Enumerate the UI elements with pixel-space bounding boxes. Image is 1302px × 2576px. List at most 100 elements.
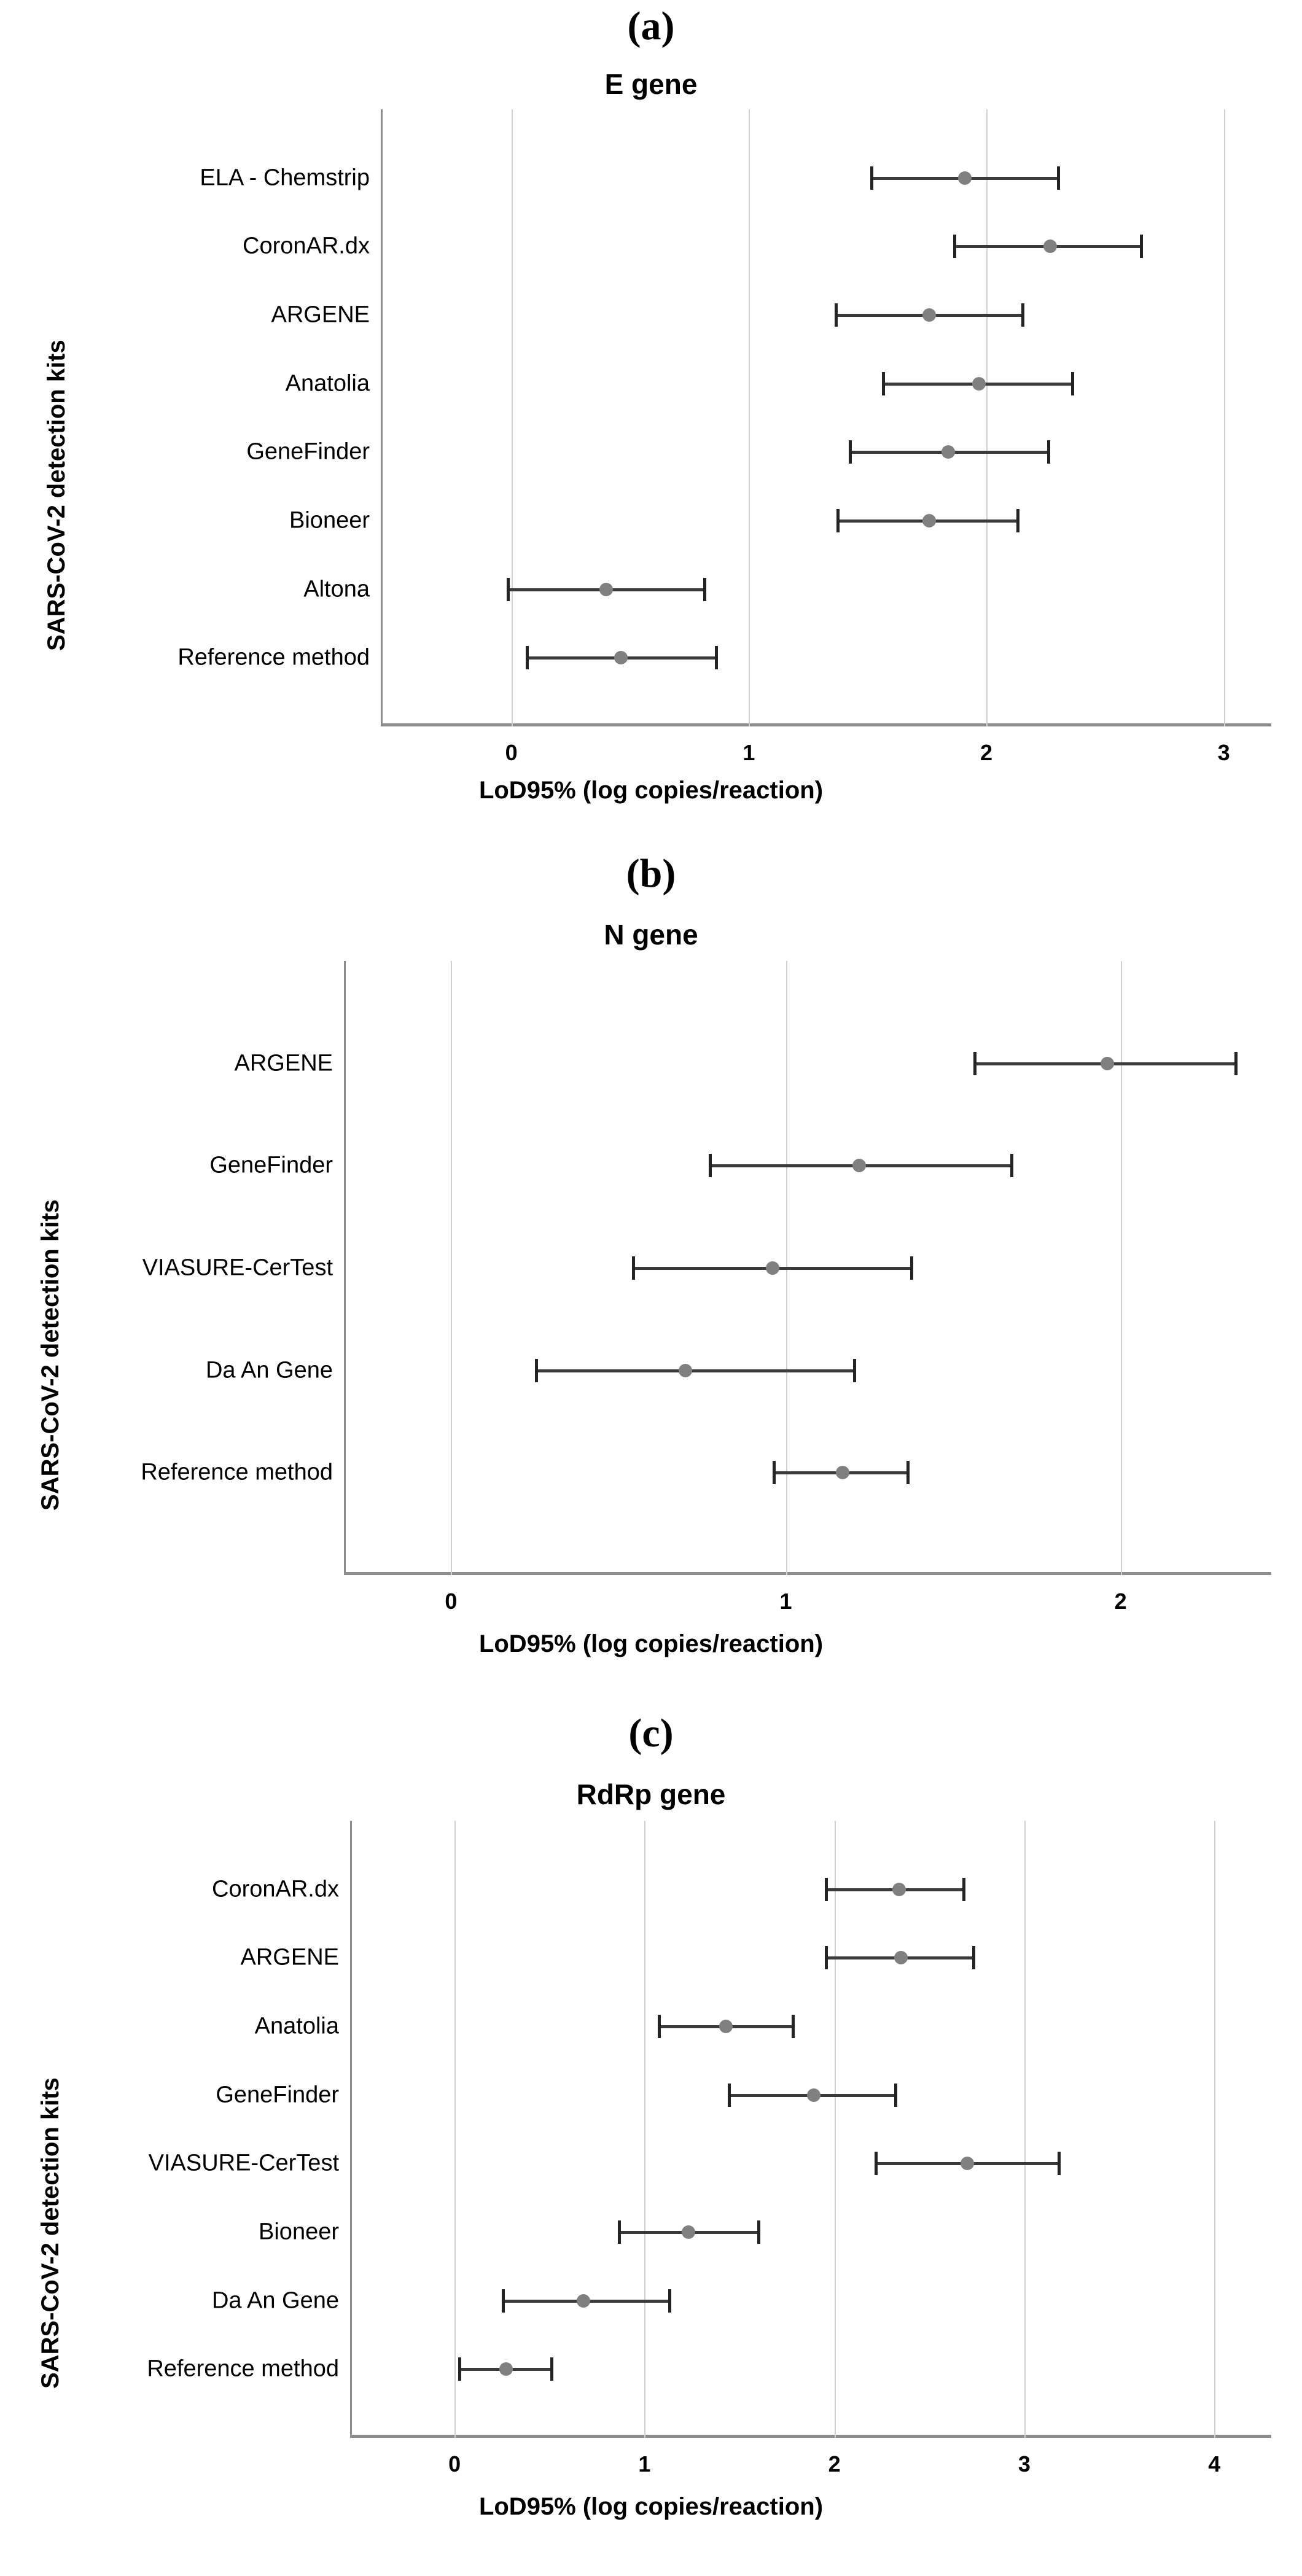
error-bar-cap-low <box>534 1358 538 1382</box>
category-label: ARGENE <box>240 1944 339 1971</box>
category-label: GeneFinder <box>216 2082 339 2108</box>
category-label: GeneFinder <box>209 1152 333 1178</box>
error-bar-cap-high <box>962 1877 966 1901</box>
data-point-marker <box>599 582 614 596</box>
panel-a-xtick-3: 3 <box>1217 740 1230 765</box>
panel-b-y-axis-title: SARS-CoV-2 detection kits <box>37 1199 64 1511</box>
category-label: Anatolia <box>285 370 370 397</box>
error-bar-cap-high <box>853 1358 857 1382</box>
panel-b-gridline-0 <box>451 961 453 1575</box>
panel-a-letter: (a) <box>627 4 675 49</box>
error-bar-cap-high <box>715 646 719 670</box>
panel-b-xtick-1: 1 <box>779 1589 792 1614</box>
panel-a-title: E gene <box>604 68 698 100</box>
data-point-marker <box>922 514 937 527</box>
error-bar-cap-low <box>618 2220 622 2244</box>
panel-c-xtick-0: 0 <box>448 2451 461 2477</box>
category-label: Reference method <box>141 1459 333 1485</box>
data-point-marker <box>679 1363 693 1377</box>
panel-a-gridline-3 <box>1223 109 1225 726</box>
panel-c-xtick-4: 4 <box>1208 2451 1221 2477</box>
panel-a-x-axis-title: LoD95% (log copies/reaction) <box>478 777 824 804</box>
category-label: Anatolia <box>254 2013 339 2039</box>
error-bar-cap-high <box>1047 440 1051 464</box>
data-point-marker <box>961 2157 975 2171</box>
error-bar-cap-low <box>772 1461 776 1485</box>
error-bar-cap-low <box>834 303 838 327</box>
panel-c-y-axis-title: SARS-CoV-2 detection kits <box>37 2077 64 2389</box>
category-label: CoronAR.dx <box>212 1876 339 1902</box>
panel-c-title: RdRp gene <box>576 1778 726 1810</box>
category-label: Altona <box>303 576 370 602</box>
error-bar-cap-high <box>1010 1154 1014 1178</box>
data-point-marker <box>958 171 972 185</box>
error-bar-cap-high <box>906 1461 910 1485</box>
data-point-marker <box>922 308 937 322</box>
data-point-marker <box>941 445 956 459</box>
panel-c: (c) RdRp gene SARS-CoV-2 detection kits … <box>0 1707 1302 2576</box>
error-bar-cap-high <box>1016 509 1020 532</box>
error-bar-cap-low <box>525 646 529 670</box>
error-bar-cap-high <box>791 2015 795 2038</box>
error-bar-cap-low <box>709 1154 712 1178</box>
category-label: VIASURE-CerTest <box>142 1255 333 1281</box>
category-label: ARGENE <box>271 302 370 328</box>
category-label: Reference method <box>177 644 370 671</box>
error-bar-cap-low <box>874 2152 878 2176</box>
panel-a-xtick-0: 0 <box>505 740 518 765</box>
data-point-marker <box>894 1951 908 1965</box>
category-label: Da An Gene <box>211 2287 339 2314</box>
panel-c-x-axis-title: LoD95% (log copies/reaction) <box>478 2493 824 2520</box>
error-bar-cap-high <box>757 2220 761 2244</box>
panel-c-xtick-1: 1 <box>638 2451 651 2477</box>
error-bar-line <box>534 1369 857 1372</box>
data-point-marker <box>1100 1056 1114 1070</box>
error-bar-cap-high <box>1071 372 1075 395</box>
category-label: GeneFinder <box>246 438 370 465</box>
data-point-marker <box>681 2225 695 2239</box>
category-label: ARGENE <box>234 1050 333 1076</box>
panel-a-gridline-2 <box>986 109 988 726</box>
error-bar-cap-low <box>825 1877 828 1901</box>
data-point-marker <box>836 1466 850 1480</box>
error-bar-cap-low <box>973 1051 976 1075</box>
error-bar-cap-low <box>870 166 873 190</box>
panel-c-gridline-3 <box>1024 1821 1026 2438</box>
panel-a-y-axis-title: SARS-CoV-2 detection kits <box>43 340 70 651</box>
error-bar-cap-low <box>825 1946 828 1970</box>
error-bar-cap-high <box>1234 1051 1238 1075</box>
data-point-marker <box>765 1261 779 1275</box>
panel-c-letter: (c) <box>628 1711 674 1756</box>
data-point-marker <box>892 1882 906 1896</box>
data-point-marker <box>577 2294 591 2308</box>
error-bar-cap-low <box>848 440 852 464</box>
data-point-marker <box>499 2362 513 2376</box>
panel-c-gridline-0 <box>454 1821 456 2438</box>
error-bar-cap-low <box>658 2015 661 2038</box>
error-bar-cap-high <box>703 577 706 601</box>
panel-b-xtick-0: 0 <box>445 1589 458 1614</box>
category-label: ELA - Chemstrip <box>200 165 370 191</box>
error-bar-cap-low <box>631 1256 635 1280</box>
panel-a-y-axis-line <box>381 109 383 726</box>
data-point-marker <box>806 2088 821 2102</box>
error-bar-cap-high <box>550 2357 553 2381</box>
panel-a-x-axis-line <box>381 723 1271 726</box>
panel-c-x-axis-line <box>350 2435 1271 2438</box>
panel-c-gridline-1 <box>644 1821 646 2438</box>
category-label: Da An Gene <box>205 1357 333 1383</box>
category-label: Bioneer <box>259 2219 339 2245</box>
error-bar-cap-low <box>728 2083 731 2107</box>
error-bar-cap-low <box>836 509 840 532</box>
error-bar-cap-low <box>458 2357 462 2381</box>
error-bar-cap-high <box>1056 166 1060 190</box>
panel-c-xtick-2: 2 <box>828 2451 841 2477</box>
data-point-marker <box>1043 239 1058 254</box>
panel-a-xtick-1: 1 <box>743 740 755 765</box>
panel-c-gridline-4 <box>1214 1821 1216 2438</box>
panel-c-xtick-3: 3 <box>1018 2451 1031 2477</box>
